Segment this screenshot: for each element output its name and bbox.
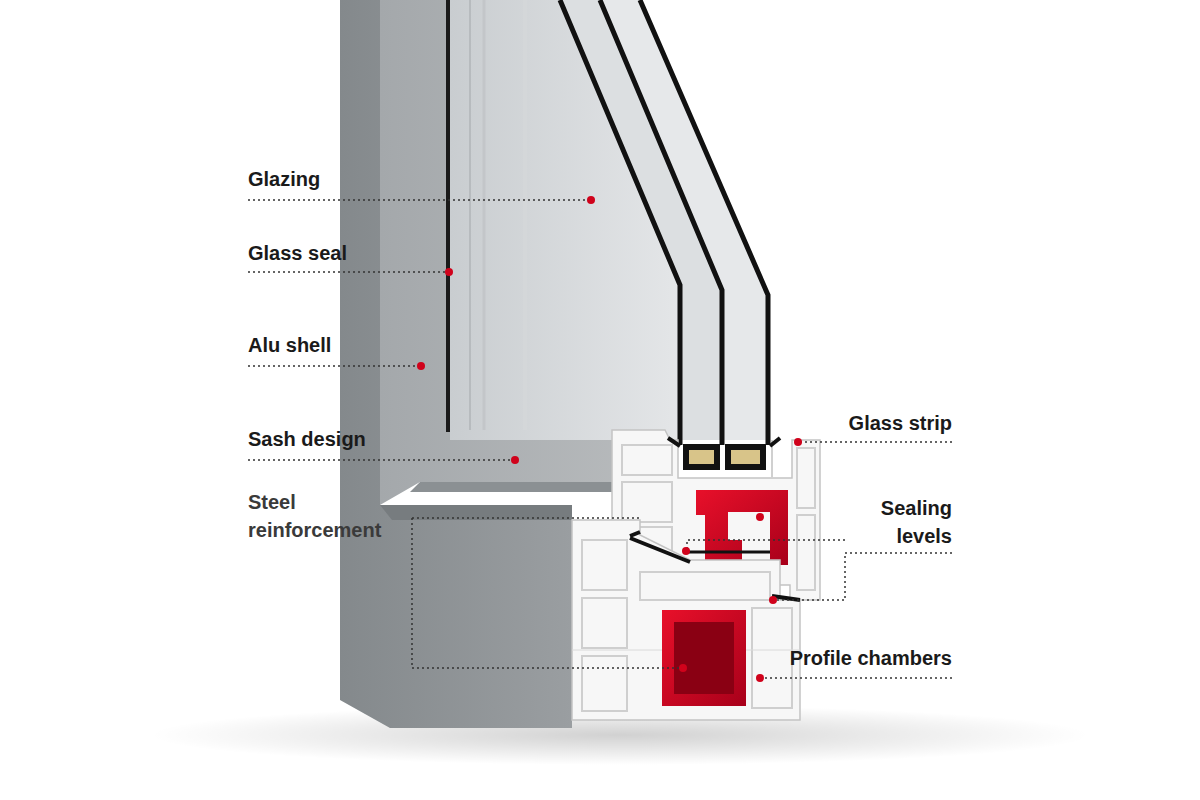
part-label: Alu shell	[248, 332, 331, 358]
part-label: Sealing levels	[837, 494, 952, 550]
part-label: Glass seal	[248, 240, 347, 266]
part-label: Glazing	[248, 166, 320, 192]
part-label: Profile chambers	[790, 645, 952, 671]
part-label: Sash design	[248, 426, 366, 452]
part-label: Glass strip	[849, 410, 952, 436]
part-label: Steel reinforcement	[248, 488, 413, 544]
